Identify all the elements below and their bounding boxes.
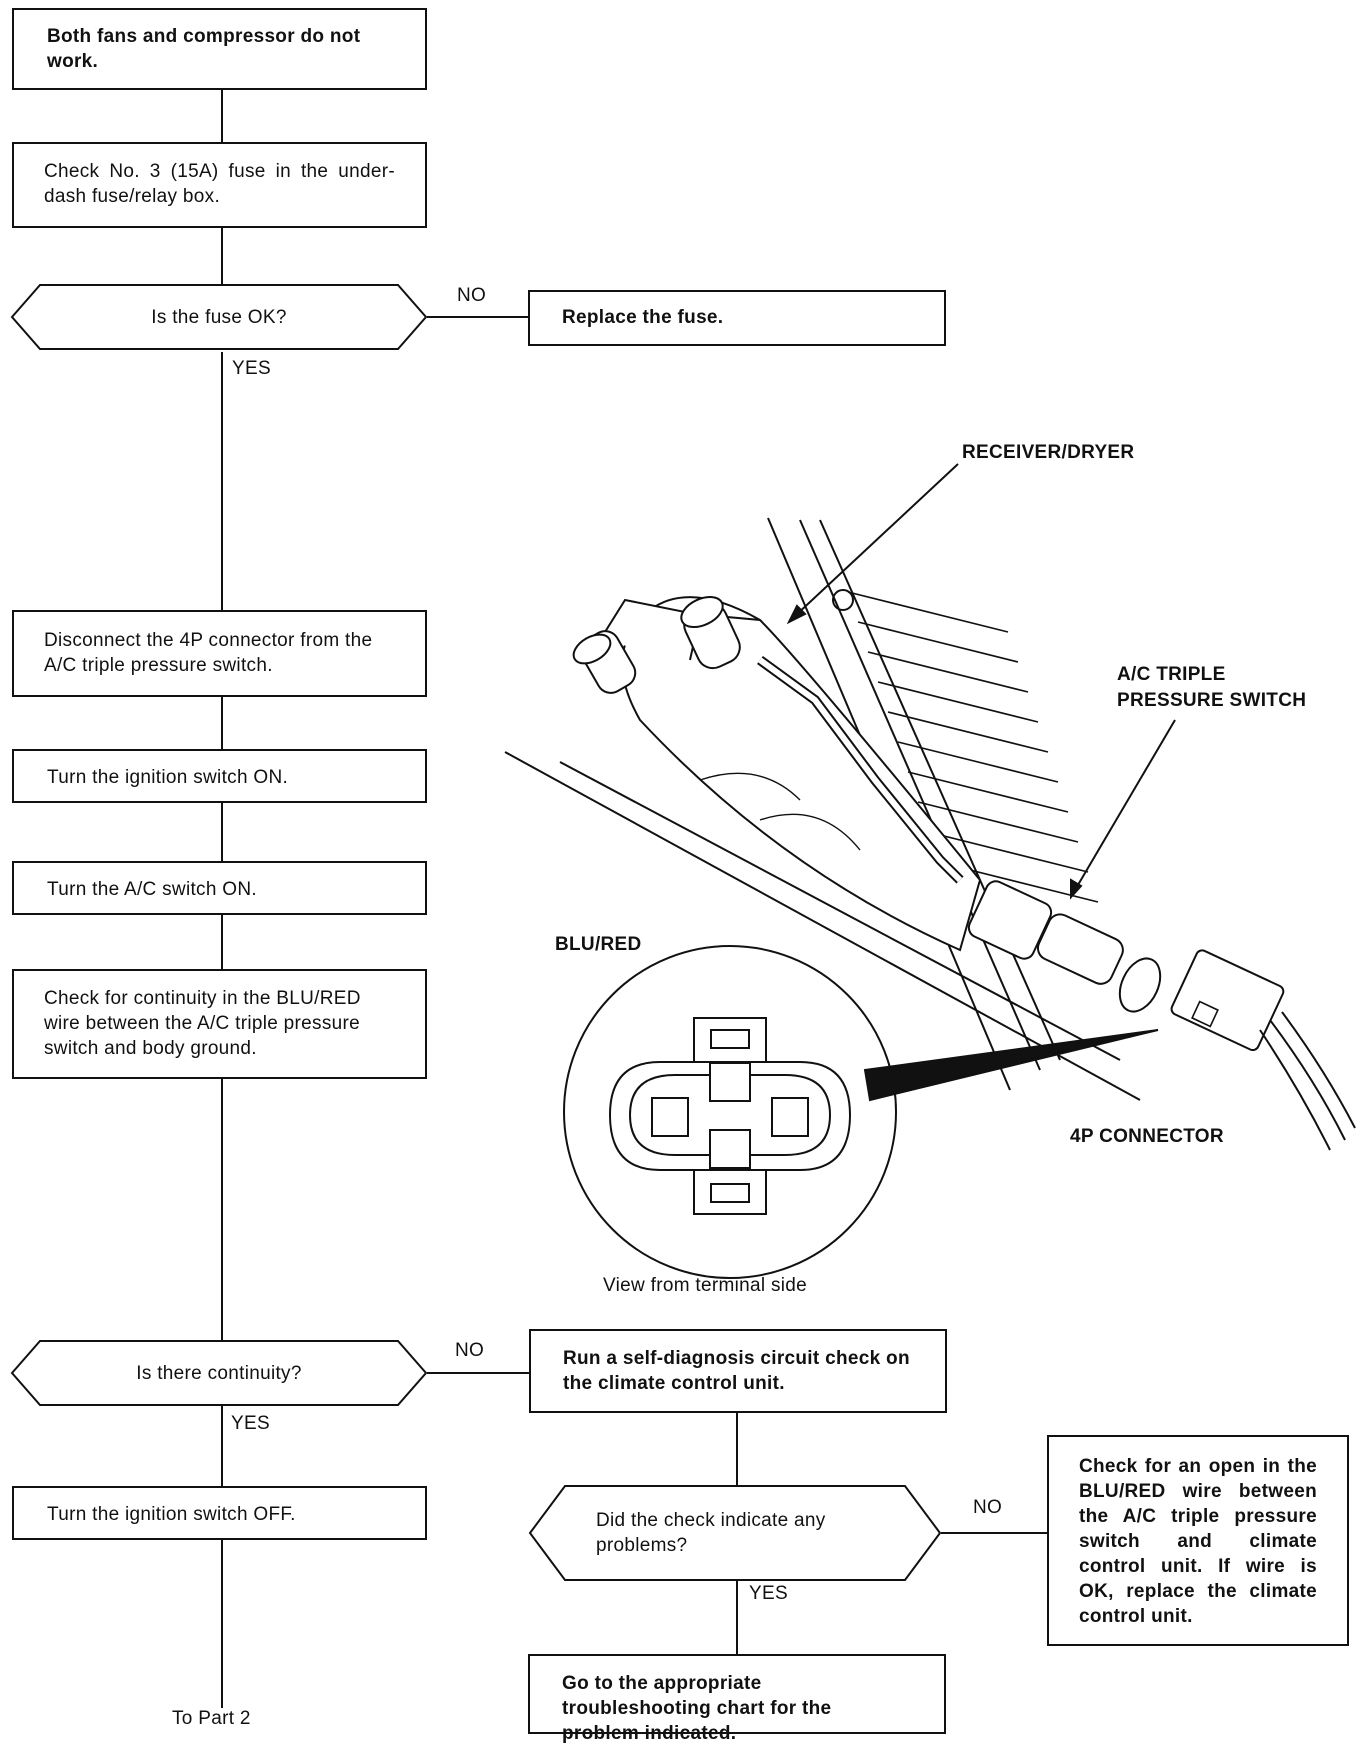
action-goto-troubleshooting-chart: Go to the appropriate troubleshooting ch… <box>528 1654 946 1744</box>
terminal-view-detail <box>563 945 1159 1279</box>
decision-problems-shape <box>528 1485 942 1581</box>
label-blu-red: BLU/RED <box>555 934 642 955</box>
step-disconnect-4p-connector: Disconnect the 4P connector from the A/C… <box>12 610 427 697</box>
decision-continuity-shape <box>10 1340 428 1406</box>
label-no: NO <box>457 285 487 306</box>
action-check-open-wire: Check for an open in the BLU/RED wire be… <box>1047 1435 1349 1646</box>
step-check-fuse: Check No. 3 (15A) fuse in the under-dash… <box>12 142 427 228</box>
step-ignition-on: Turn the ignition switch ON. <box>12 749 427 803</box>
label-4p-connector: 4P CONNECTOR <box>1070 1126 1224 1147</box>
label-yes: YES <box>231 1413 270 1434</box>
label-terminal-view: View from terminal side <box>603 1275 808 1296</box>
step-ignition-off: Turn the ignition switch OFF. <box>12 1486 427 1540</box>
label-triple-switch-line1: A/C TRIPLE <box>1117 664 1226 685</box>
label-no: NO <box>455 1340 485 1361</box>
label-triple-switch-line2: PRESSURE SWITCH <box>1117 690 1307 711</box>
label-yes: YES <box>749 1583 788 1604</box>
flow-connectors <box>221 90 1047 1708</box>
label-to-part-2: To Part 2 <box>172 1708 251 1729</box>
step-ac-switch-on: Turn the A/C switch ON. <box>12 861 427 915</box>
label-receiver-dryer: RECEIVER/DRYER <box>962 442 1135 463</box>
action-replace-fuse: Replace the fuse. <box>528 290 946 346</box>
decision-continuity: Is there continuity? <box>136 1362 302 1384</box>
decision-check-problems: Did the check indicate any problems? <box>596 1510 826 1556</box>
receiver-dryer-illustration <box>504 517 1356 1151</box>
decision-fuse-ok: Is the fuse OK? <box>151 306 287 328</box>
decision-fuse-shape <box>10 284 428 350</box>
step-check-continuity: Check for continuity in the BLU/RED wire… <box>12 969 427 1079</box>
label-no: NO <box>973 1497 1003 1518</box>
action-self-diagnosis: Run a self-diagnosis circuit check on th… <box>529 1329 947 1413</box>
label-yes: YES <box>232 358 271 379</box>
step-fans-compressor-not-working: Both fans and compressor do not work. <box>12 8 427 90</box>
